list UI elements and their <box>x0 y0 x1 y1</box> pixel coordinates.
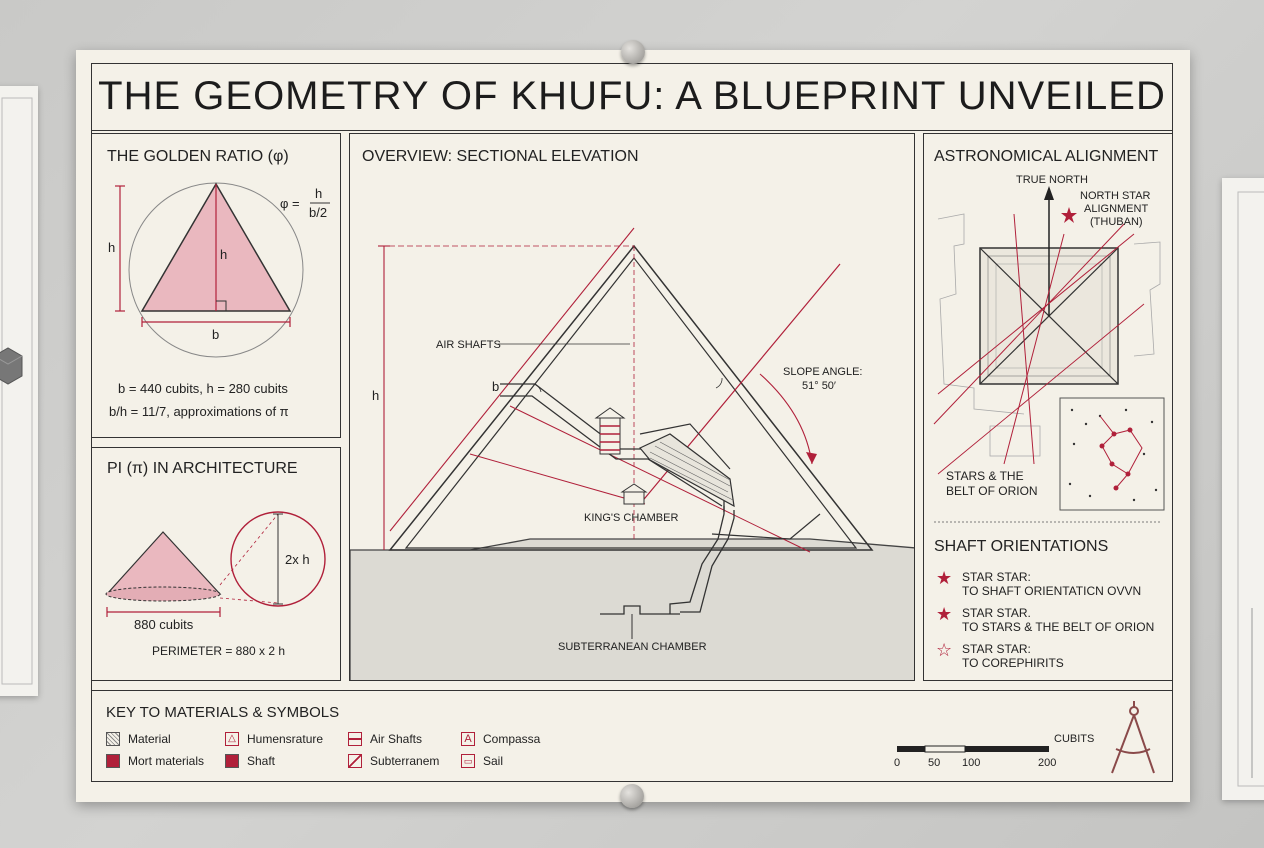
orion-star-field <box>1068 408 1158 502</box>
astronomical-panel: ASTRONOMICAL ALIGNMENT <box>923 133 1173 681</box>
astronomical-title: ASTRONOMICAL ALIGNMENT <box>934 148 1159 165</box>
slope-angle-value: 51° 50′ <box>802 380 836 392</box>
push-pin-bottom <box>620 784 644 808</box>
base-label: b <box>212 327 220 342</box>
scale-tick-200: 200 <box>1038 757 1057 769</box>
golden-ratio-title: THE GOLDEN RATIO (φ) <box>107 148 289 165</box>
scale-tick-50: 50 <box>928 757 941 769</box>
relieving-chambers-icon <box>594 407 626 455</box>
push-pin-top <box>621 40 645 64</box>
shaft-item-desc: TO SHAFT ORIENTATICN OVVN <box>962 584 1142 598</box>
golden-ratio-panel: THE GOLDEN RATIO (φ) φ = h b/2 h h b b =… <box>91 133 341 438</box>
shaft-swatch-icon <box>225 754 239 768</box>
phi-fraction-numerator: h <box>315 186 323 201</box>
shaft-item-desc: TO COREPHIRITS <box>962 656 1064 670</box>
astronomical-diagram <box>933 186 1165 523</box>
sectional-elevation-panel: OVERVIEW: SECTIONAL ELEVATION <box>349 133 915 681</box>
pyramid-base-label: b <box>492 379 500 394</box>
north-star-label-2: ALIGNMENT <box>1084 203 1149 215</box>
air-shafts-label: AIR SHAFTS <box>436 339 501 351</box>
perimeter-cubits: 880 cubits <box>134 617 194 632</box>
pi-panel: PI (π) IN ARCHITECTURE 2x h 880 cubits P… <box>91 447 341 681</box>
star-icon: ★ <box>936 604 953 624</box>
key-item-air-shafts: Air Shafts <box>348 732 422 746</box>
key-item-subterranem: Subterranem <box>348 754 439 768</box>
phi-label: φ = <box>280 196 300 211</box>
scale-unit: CUBITS <box>1054 733 1095 745</box>
left-sheet-drawing <box>0 97 33 685</box>
sectional-elevation-title: OVERVIEW: SECTIONAL ELEVATION <box>362 148 639 165</box>
kings-chamber-icon <box>620 483 648 505</box>
star-outline-icon: ☆ <box>936 640 953 660</box>
pyramid-section-drawing <box>350 227 914 680</box>
kings-chamber-label: KING'S CHAMBER <box>584 512 679 524</box>
north-star-label-3: (THUBAN) <box>1090 216 1143 228</box>
true-north-label: TRUE NORTH <box>1016 174 1088 186</box>
pi-title: PI (π) IN ARCHITECTURE <box>107 460 298 477</box>
height-label-inner: h <box>220 247 228 262</box>
pyramid-swatch-icon: △ <box>225 732 239 746</box>
grand-gallery-hatching <box>639 433 735 508</box>
hatch-swatch-icon <box>106 732 120 746</box>
compass-swatch-icon: A <box>461 732 475 746</box>
background-sheet-right <box>1222 178 1264 800</box>
red-swatch-icon <box>106 754 120 768</box>
poster-title: THE GEOMETRY OF KHUFU: A BLUEPRINT UNVEI… <box>91 63 1173 131</box>
key-item-shaft: Shaft <box>225 754 275 768</box>
pyramid-height-label: h <box>372 388 380 403</box>
orion-label-1: STARS & THE <box>946 469 1024 483</box>
golden-ratio-pi-note: b/h = 11/7, approximations of π <box>109 404 289 419</box>
phi-fraction-denominator: b/2 <box>309 205 328 220</box>
air-shaft-swatch-icon <box>348 732 362 746</box>
orion-label-2: BELT OF ORION <box>946 484 1038 498</box>
shaft-item-title: STAR STAR. <box>962 606 1031 620</box>
golden-ratio-diagram <box>115 182 330 358</box>
key-item-compassa: A Compassa <box>461 732 540 746</box>
shaft-orientations-title: SHAFT ORIENTATIONS <box>934 538 1109 555</box>
key-panel: KEY TO MATERIALS & SYMBOLS Material Mort… <box>91 690 1173 782</box>
key-item-humensrature: △ Humensrature <box>225 732 323 746</box>
subterranean-chamber-label: SUBTERRANEAN CHAMBER <box>558 641 707 653</box>
circle-label: 2x h <box>285 552 310 567</box>
right-sheet-drawing <box>1237 191 1264 787</box>
shaft-item-desc: TO STARS & THE BELT OF ORION <box>962 620 1155 634</box>
slope-angle-label: SLOPE ANGLE: <box>783 366 863 378</box>
height-label-outer: h <box>108 240 116 255</box>
blueprint-poster: THE GEOMETRY OF KHUFU: A BLUEPRINT UNVEI… <box>76 50 1190 802</box>
key-item-material: Material <box>106 732 171 746</box>
shaft-item-title: STAR STAR: <box>962 570 1031 584</box>
scale-bar <box>897 701 1155 774</box>
background-sheet-left <box>0 86 38 696</box>
scale-tick-0: 0 <box>894 757 901 769</box>
perimeter-formula: PERIMETER = 880 x 2 h <box>152 644 286 658</box>
north-star-label-1: NORTH STAR <box>1080 190 1151 202</box>
sail-swatch-icon: ▭ <box>461 754 475 768</box>
compass-icon <box>1111 701 1155 774</box>
key-item-sail: ▭ Sail <box>461 754 503 768</box>
scale-tick-100: 100 <box>962 757 981 769</box>
golden-ratio-values: b = 440 cubits, h = 280 cubits <box>118 381 288 396</box>
key-title: KEY TO MATERIALS & SYMBOLS <box>106 704 340 721</box>
shaft-item-title: STAR STAR: <box>962 642 1031 656</box>
key-item-mort-materials: Mort materials <box>106 754 204 768</box>
star-icon: ★ <box>936 568 953 588</box>
pi-diagram <box>105 511 326 617</box>
diagonal-swatch-icon <box>348 754 362 768</box>
